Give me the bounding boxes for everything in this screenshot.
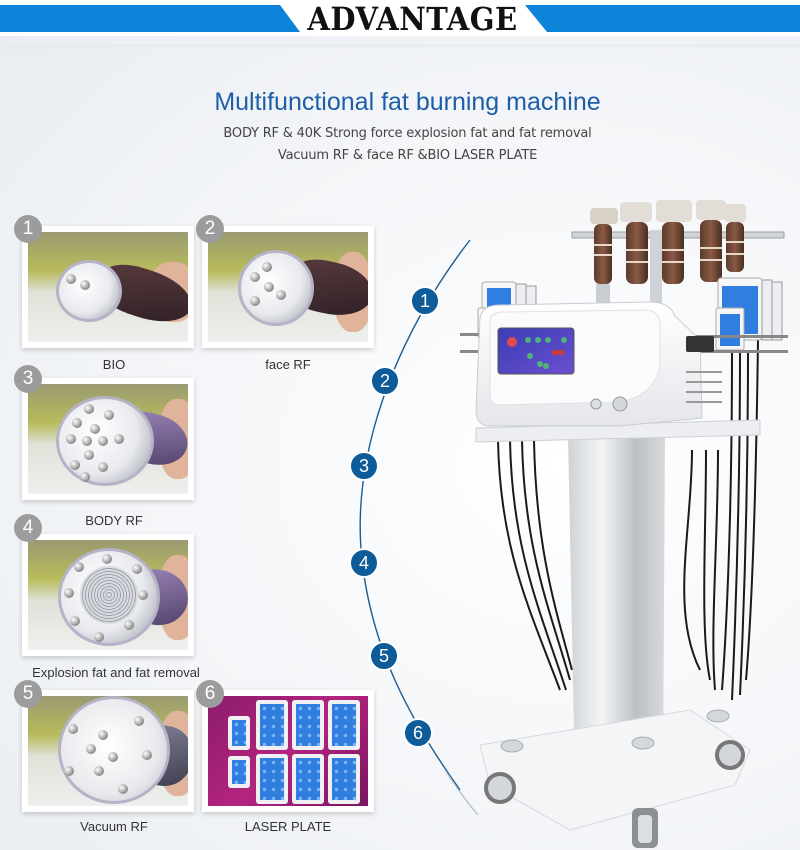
- feature-label-vacuum-rf: Vacuum RF: [80, 819, 148, 834]
- banner-stripe-left: [0, 5, 300, 32]
- feature-label-body-rf: BODY RF: [85, 513, 143, 528]
- feature-label-face-rf: face RF: [265, 357, 311, 372]
- laser-plates-photo: [208, 696, 368, 806]
- feature-card-explosion-fat: [22, 534, 194, 656]
- feature-badge-2: 2: [196, 215, 224, 243]
- feature-card-face-rf: [202, 226, 374, 348]
- banner-divider: [0, 44, 800, 50]
- feature-badge-6: 6: [196, 680, 224, 708]
- body-rf-probe-photo: [28, 384, 188, 494]
- feature-badge-3: 3: [14, 365, 42, 393]
- arc-marker-5: 5: [369, 641, 399, 671]
- face-rf-probe-photo: [208, 232, 368, 342]
- feature-card-bio: [22, 226, 194, 348]
- vacuum-rf-probe-photo: [28, 696, 188, 806]
- cavitation-probe-photo: [28, 540, 188, 650]
- feature-card-laser-plate: [202, 690, 374, 812]
- feature-badge-5: 5: [14, 680, 42, 708]
- feature-label-laser-plate: LASER PLATE: [244, 819, 332, 834]
- arc-marker-3: 3: [349, 451, 379, 481]
- feature-card-vacuum-rf: [22, 690, 194, 812]
- page-title: Multifunctional fat burning machine: [214, 88, 601, 116]
- feature-badge-4: 4: [14, 514, 42, 542]
- machine-illustration: [460, 200, 788, 848]
- feature-badge-1: 1: [14, 215, 42, 243]
- arc-marker-4: 4: [349, 548, 379, 578]
- banner-title: ADVANTAGE: [307, 0, 518, 38]
- feature-label-explosion-fat: Explosion fat and fat removal: [32, 665, 200, 680]
- page-subtitle-line1: BODY RF & 40K Strong force explosion fat…: [223, 126, 592, 141]
- header-banner: ADVANTAGE: [0, 0, 800, 38]
- page-subtitle-line2: Vacuum RF & face RF &BIO LASER PLATE: [277, 148, 538, 163]
- banner-stripe-right: [525, 5, 800, 32]
- arc-marker-2: 2: [370, 366, 400, 396]
- feature-label-bio: BIO: [102, 357, 126, 372]
- feature-card-body-rf: [22, 378, 194, 500]
- arc-marker-6: 6: [403, 718, 433, 748]
- arc-marker-1: 1: [410, 286, 440, 316]
- bio-probe-photo: [28, 232, 188, 342]
